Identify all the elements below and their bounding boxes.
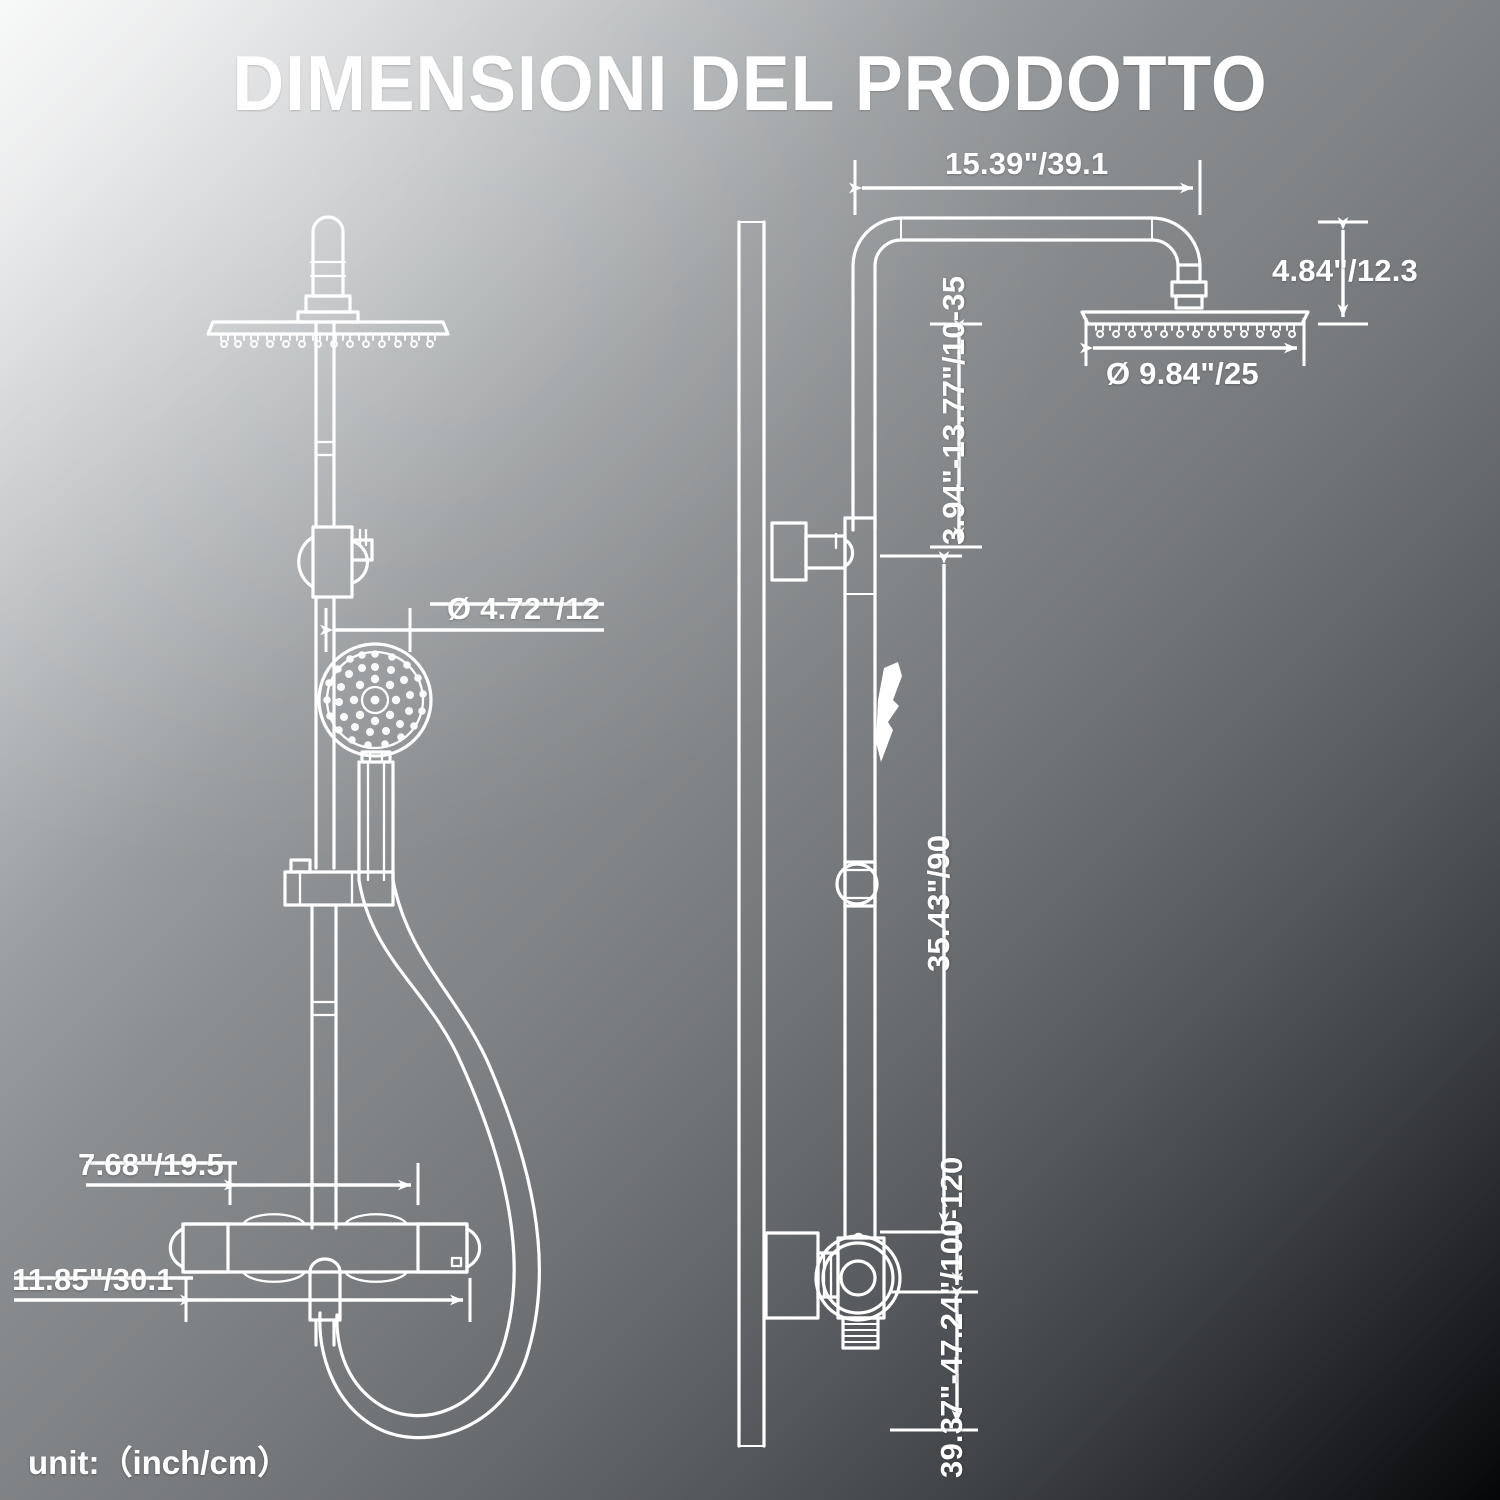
dim-valve-to-floor: 39.37"-47.24"/100-120 xyxy=(934,1156,969,1478)
gooseneck-arm xyxy=(851,216,1202,532)
slide-ring xyxy=(835,860,879,908)
holder-block xyxy=(283,858,395,907)
dim-arm-reach: 15.39"/39.1 xyxy=(945,146,1109,181)
hose xyxy=(318,878,541,1440)
side-elevation-group xyxy=(737,216,1310,1448)
thermostatic-valve-side xyxy=(764,1231,902,1350)
front-elevation-group xyxy=(168,215,541,1440)
riser-rail-lower xyxy=(314,595,336,870)
page-title: DIMENSIONI DEL PRODOTTO xyxy=(232,39,1268,127)
dim-head-to-bracket: 3.94"-13.77"/10-35 xyxy=(936,275,971,545)
handheld-holder xyxy=(876,662,902,762)
rain-shower-head-side xyxy=(1080,263,1310,338)
dim-riser-length: 35.43"/90 xyxy=(921,834,956,972)
handheld-shower xyxy=(317,642,433,882)
thermostatic-valve xyxy=(168,1213,482,1347)
riser-rail xyxy=(314,320,336,529)
slide-bracket xyxy=(297,525,374,599)
shower-arm xyxy=(296,215,360,324)
dim-head-height: 4.84"/12.3 xyxy=(1272,253,1418,288)
unit-label: unit:（inch/cm） xyxy=(28,1444,291,1481)
dim-head-diameter: Ø 9.84"/25 xyxy=(1106,356,1259,391)
dim-valve-inlet-spread: 7.68"/19.5 xyxy=(78,1147,224,1182)
dim-handheld-diameter: Ø 4.72"/12 xyxy=(447,591,600,626)
riser-rail-side xyxy=(843,516,877,1240)
dimension-lines xyxy=(14,160,1368,1432)
dim-valve-body-width: 11.85"/30.1 xyxy=(12,1262,174,1297)
wall-bracket xyxy=(770,521,855,582)
rain-shower-head xyxy=(206,320,450,348)
wall-line xyxy=(737,220,766,1448)
riser-rail-bottom xyxy=(310,903,338,1230)
